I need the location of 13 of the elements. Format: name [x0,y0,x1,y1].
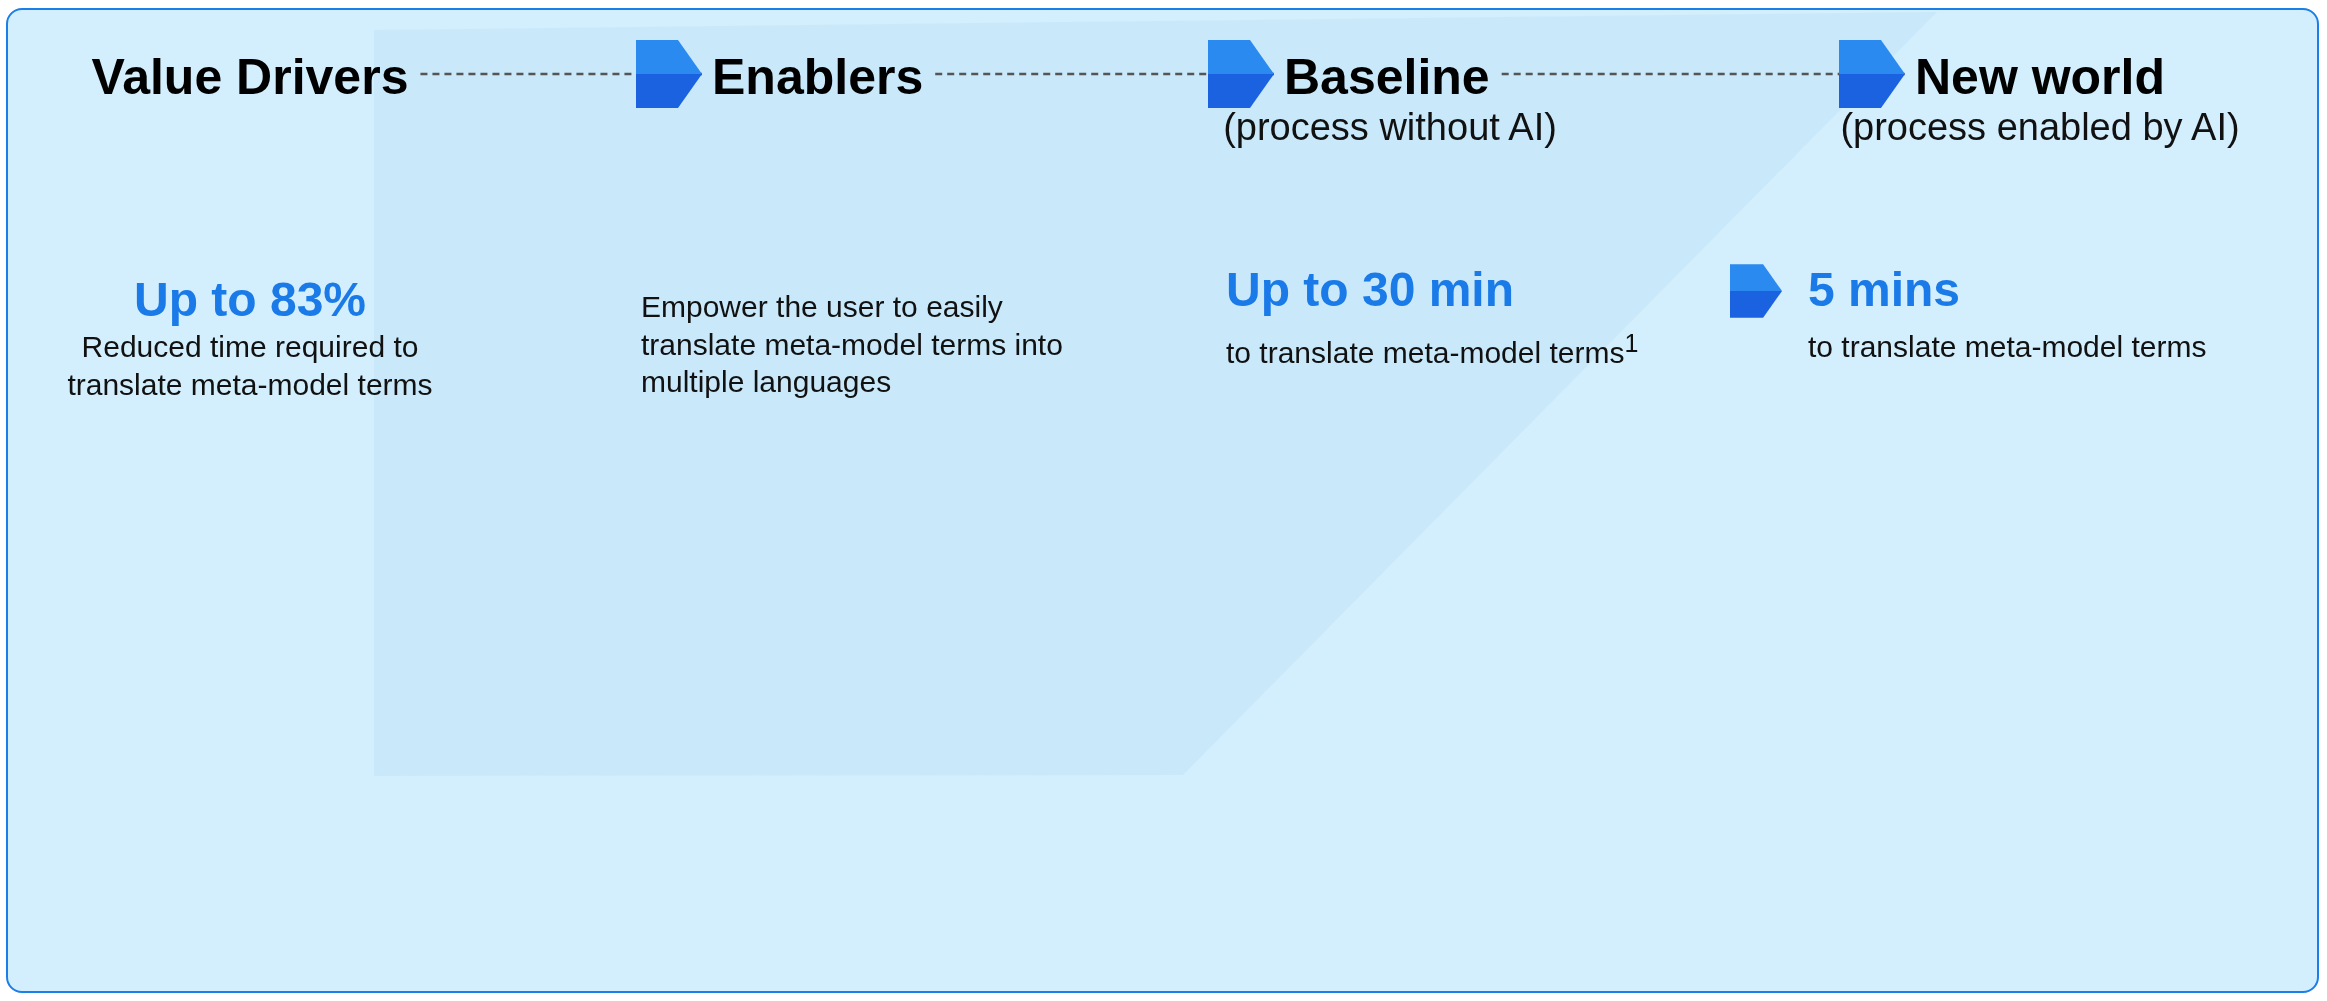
description-text: to translate meta-model terms$^{1}$ [1226,328,1640,371]
description-text: Empower the user to easily translate meta-model terms into multiple languages [641,289,1064,400]
heading-text: New world [1914,50,2166,105]
description-text: Reduced time required to translate meta-model terms [66,329,434,403]
heading-text: Value Drivers [90,50,410,105]
metric-value: 5 mins [1808,262,1962,317]
description-text: to translate meta-model terms [1808,329,2208,365]
heading-text: Enablers [712,50,925,105]
subtitle-text: (process enabled by AI) [1839,105,2241,150]
heading-text: Baseline [1283,50,1491,105]
subtitle-text: (process without AI) [1222,105,1558,150]
metric-value: Up to 83% [133,272,367,327]
metric-value: Up to 30 min [1226,262,1516,317]
